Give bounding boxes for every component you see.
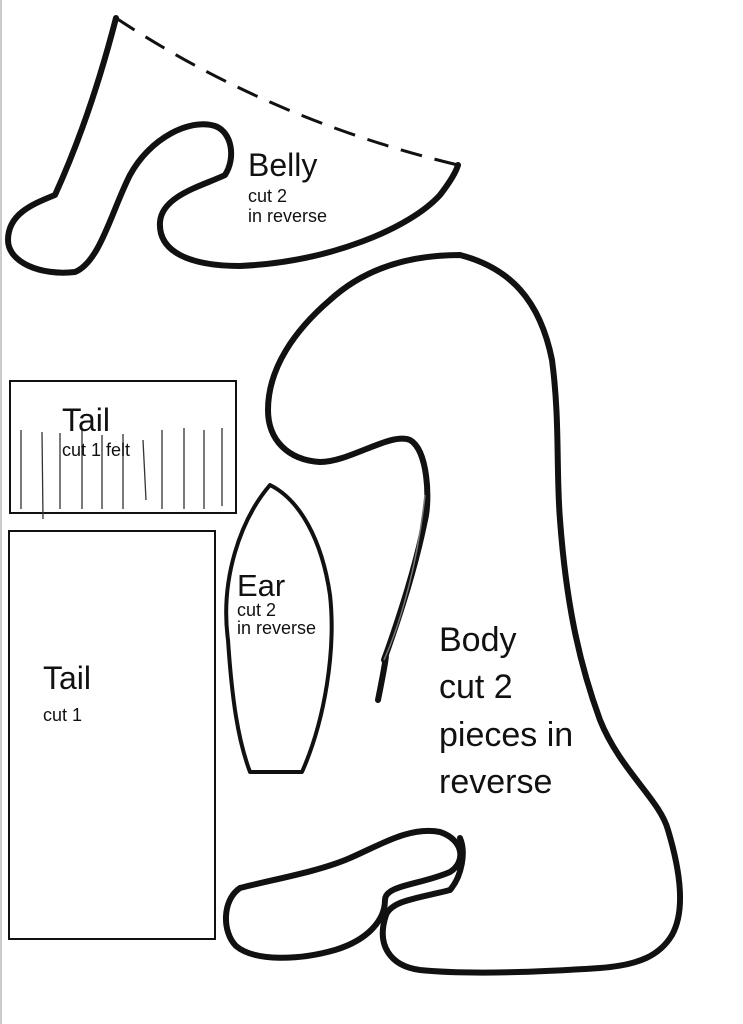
- ear-instruction-1: cut 2: [237, 600, 277, 620]
- tail-fringe-label: Tail: [62, 402, 111, 438]
- belly-piece: [5, 15, 461, 276]
- body-instruction-1: cut 2: [439, 668, 513, 706]
- body-outline-main: [226, 660, 460, 959]
- belly-fold-line: [115, 16, 459, 167]
- belly-instruction-1: cut 2: [248, 186, 288, 206]
- ear-instruction-2: in reverse: [237, 618, 317, 638]
- tail-fringe-outline: [9, 380, 237, 514]
- tail-fringe-piece: [9, 380, 237, 520]
- body-instruction-2: pieces in: [439, 716, 574, 754]
- body-outline-path: [222, 252, 684, 976]
- tail-rect-outline: [8, 530, 216, 940]
- fringe-cut-line: [142, 439, 147, 501]
- tail-rect-label: Tail: [43, 660, 92, 696]
- body-piece: [222, 252, 684, 976]
- body-neck-thin-line: [383, 494, 426, 661]
- ear-label: Ear: [237, 568, 286, 603]
- fringe-cut-line: [41, 431, 44, 520]
- belly-outline: [5, 15, 461, 276]
- belly-label: Belly: [248, 147, 318, 183]
- tail-fringe-instruction: cut 1 felt: [62, 440, 131, 460]
- ear-outline: [224, 483, 334, 774]
- belly-instruction-2: in reverse: [248, 206, 328, 226]
- body-label: Body: [439, 621, 517, 659]
- tail-rect-instruction: cut 1: [43, 705, 83, 725]
- body-instruction-3: reverse: [439, 763, 553, 801]
